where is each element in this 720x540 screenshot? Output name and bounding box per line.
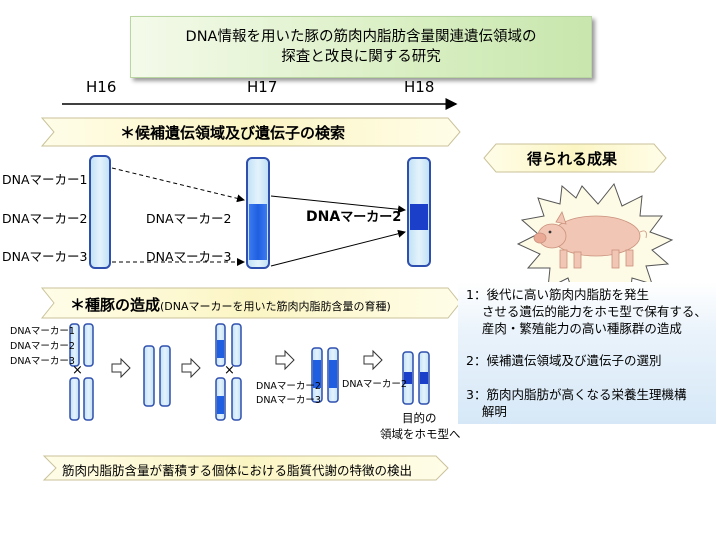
s1-mid-label-1: DNAマーカー2	[146, 211, 232, 226]
dashed-arrow-top	[111, 167, 245, 203]
pair1-chrom-a	[69, 323, 80, 367]
block-arrow-3	[275, 349, 295, 371]
s2-left-label-3: DNAマーカー3	[10, 356, 75, 367]
result-item-1-line1: 1：後代に高い筋肉内脂肪を発生	[466, 287, 649, 302]
block-arrow-1	[111, 357, 131, 379]
s1-mid-label-2: DNAマーカー3	[146, 249, 232, 264]
chromosome-h17-band	[249, 204, 267, 260]
pair1-chrom-b	[83, 323, 94, 367]
result-item-3-line2: 解明	[466, 404, 507, 419]
year-h17: H17	[247, 78, 278, 96]
results-title: 得られる成果	[527, 150, 618, 168]
result-item-3-line1: 3：筋肉内脂肪が高くなる栄養生理機構	[466, 387, 687, 402]
results-banner	[483, 143, 667, 173]
s1-right-label-bold: DNA	[306, 209, 341, 225]
s2-left-label-1: DNAマーカー1	[10, 326, 75, 337]
chromosome-h16	[89, 155, 111, 269]
title-box: DNA情報を用いた豚の筋肉内脂肪含量関連遺伝領域の 探査と改良に関する研究	[130, 16, 592, 78]
section1-title: ＊候補遺伝領域及び遺伝子の検索	[120, 124, 346, 142]
pair2-chrom-a	[143, 345, 155, 407]
s2-mid-label-2: DNAマーカー3	[256, 395, 321, 406]
year-h16: H16	[86, 78, 117, 96]
cross-symbol-1: ×	[72, 363, 83, 378]
s2-right-label: DNAマーカー2	[342, 379, 407, 390]
pair1-chrom-d	[83, 377, 94, 421]
pig-eye	[548, 230, 552, 234]
pair3-chrom-d	[231, 377, 242, 421]
arrow-to-h18-bottom	[270, 229, 406, 267]
section2-banner	[40, 287, 461, 319]
result-item-1-line2: させる遺伝的能力をホモ型で保有する、	[466, 304, 707, 319]
s1-left-label-2: DNAマーカー2	[2, 211, 88, 226]
bottom-text: 筋肉内脂肪含量が蓄積する個体における脂質代謝の特徴の検出	[62, 463, 413, 478]
section2-title-main: ＊種豚の造成	[70, 296, 161, 314]
result-item-2-line1: 2：候補遺伝領域及び遺伝子の選別	[466, 353, 662, 368]
title-line2: 探査と改良に関する研究	[281, 49, 441, 65]
title-line1: DNA情報を用いた豚の筋肉内脂肪含量関連遺伝領域の	[185, 29, 537, 45]
block-arrow-4	[363, 349, 383, 371]
goal-line2: 領域をホモ型へ	[380, 427, 461, 441]
section2-title: ＊種豚の造成(DNAマーカーを用いた筋肉内脂肪含量の育種)	[70, 294, 391, 315]
pair2-chrom-b	[159, 345, 171, 407]
pig-image	[533, 211, 647, 269]
s1-right-label-rest: マーカー2	[340, 210, 402, 225]
s2-mid-label-1: DNAマーカー2	[256, 381, 321, 392]
section2-title-sub: (DNAマーカーを用いた筋肉内脂肪含量の育種)	[160, 300, 391, 313]
s2-left-label-2: DNAマーカー2	[10, 341, 75, 352]
year-h18: H18	[404, 78, 435, 96]
pair1-chrom-c	[69, 377, 80, 421]
section1-banner	[40, 117, 461, 147]
s1-left-label-1: DNAマーカー1	[2, 172, 88, 187]
goal-line1: 目的の	[402, 411, 437, 425]
cross-symbol-2: ×	[224, 363, 235, 378]
block-arrow-2	[181, 357, 201, 379]
arrow-to-h18-top	[270, 195, 406, 214]
bottom-banner	[42, 455, 449, 481]
s1-right-label: DNAマーカー2	[306, 206, 401, 225]
chromosome-h18-band	[410, 204, 428, 230]
results-list: 1：後代に高い筋肉内脂肪を発生 させる遺伝的能力をホモ型で保有する、 産肉・繁殖…	[458, 282, 716, 424]
result-item-1-line3: 産肉・繁殖能力の高い種豚群の造成	[466, 321, 682, 336]
s1-left-label-3: DNAマーカー3	[2, 249, 88, 264]
pair3-chrom-b	[231, 323, 242, 367]
